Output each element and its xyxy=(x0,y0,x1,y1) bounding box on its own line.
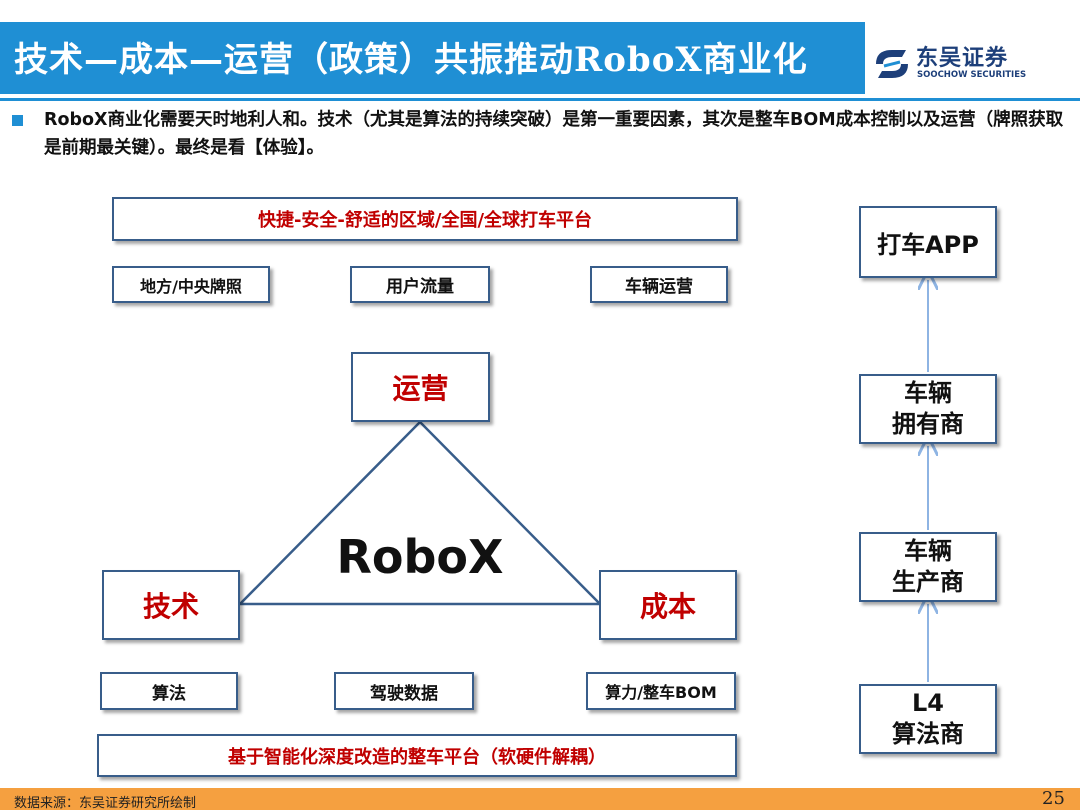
ops-item-traffic: 用户流量 xyxy=(350,266,490,303)
node-technology: 技术 xyxy=(102,570,240,640)
page-number: 25 xyxy=(1042,788,1065,809)
page-title: 技术—成本—运营（政策）共振推动RoboX商业化 xyxy=(14,40,808,80)
ops-item-fleet: 车辆运营 xyxy=(590,266,728,303)
center-robox-label: RoboX xyxy=(336,530,504,584)
intro-text: RoboX商业化需要天时地利人和。技术（尤其是算法的持续突破）是第一重要因素，其… xyxy=(44,110,1064,158)
chain-vehicle-maker-line1: 车辆 xyxy=(904,537,952,565)
triangle-outline xyxy=(237,420,603,606)
bottom-platform-box: 基于智能化深度改造的整车平台（软硬件解耦） xyxy=(97,734,737,777)
soochow-logo-icon xyxy=(876,50,908,78)
node-cost: 成本 xyxy=(599,570,737,640)
logo-chinese-name: 东吴证券 xyxy=(916,46,1009,71)
bottom-item-algorithm: 算法 xyxy=(100,672,238,710)
chain-vehicle-owner-line2: 拥有商 xyxy=(892,410,964,438)
top-platform-box: 快捷-安全-舒适的区域/全国/全球打车平台 xyxy=(112,197,738,241)
chain-l4-algorithm-vendor: L4 算法商 xyxy=(859,684,997,754)
chain-ride-hailing-app: 打车APP xyxy=(859,206,997,278)
chain-vehicle-maker-line2: 生产商 xyxy=(892,568,964,596)
chain-vehicle-maker: 车辆 生产商 xyxy=(859,532,997,602)
footer-source: 数据来源：东吴证券研究所绘制 xyxy=(14,796,197,811)
chain-vehicle-owner: 车辆 拥有商 xyxy=(859,374,997,444)
chain-l4-algorithm-line1: L4 xyxy=(912,689,944,717)
header-divider xyxy=(0,98,1080,101)
bullet-square-icon xyxy=(12,115,23,126)
bottom-item-compute-bom: 算力/整车BOM xyxy=(586,672,736,710)
header-bar: 技术—成本—运营（政策）共振推动RoboX商业化 xyxy=(0,22,865,94)
company-logo: 东吴证券 SOOCHOW SECURITIES xyxy=(866,40,1036,90)
ops-item-license: 地方/中央牌照 xyxy=(112,266,270,303)
footer-bar xyxy=(0,788,1080,810)
chain-l4-algorithm-line2: 算法商 xyxy=(892,720,964,748)
chain-vehicle-owner-line1: 车辆 xyxy=(904,379,952,407)
node-operations: 运营 xyxy=(351,352,490,422)
bottom-item-driving-data: 驾驶数据 xyxy=(334,672,474,710)
logo-english-name: SOOCHOW SECURITIES xyxy=(917,70,1027,80)
